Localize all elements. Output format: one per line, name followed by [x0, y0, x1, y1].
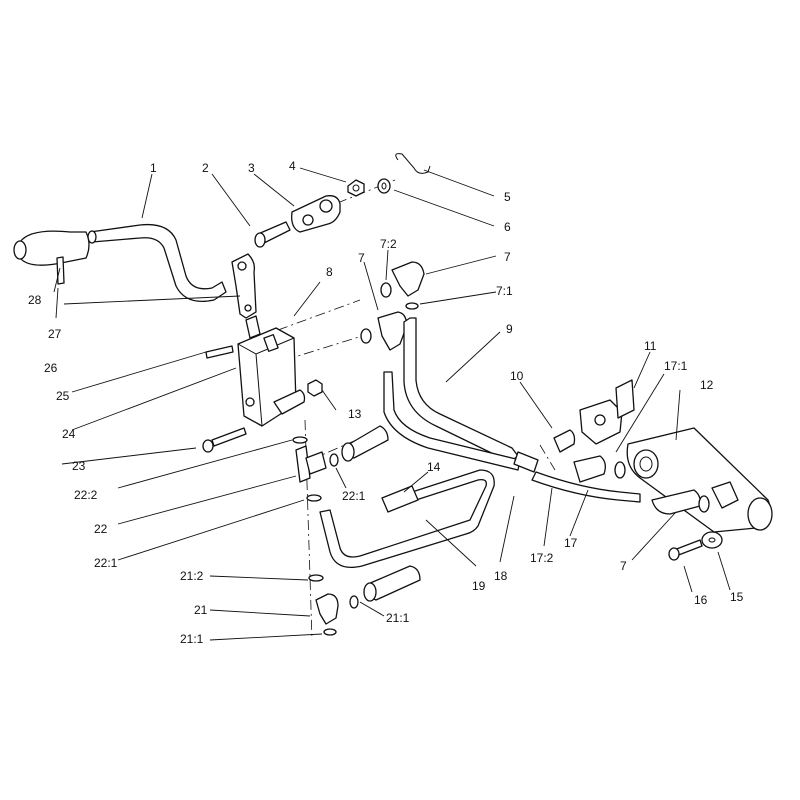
callout-27: 27 — [48, 327, 62, 341]
cylinder-washer — [701, 531, 723, 549]
adapter — [553, 429, 576, 453]
callout-21-2: 21:2 — [180, 569, 204, 583]
callout-16: 16 — [694, 593, 708, 607]
elbow-fitting-middle — [360, 311, 407, 351]
bent-tube — [319, 469, 495, 569]
callout-22: 22 — [94, 522, 108, 536]
callout-14: 14 — [427, 460, 441, 474]
callout-24: 24 — [62, 427, 76, 441]
callout-22-1-right: 22:1 — [342, 489, 366, 503]
callout-22-1-left: 22:1 — [94, 556, 118, 570]
callout-2: 2 — [202, 161, 209, 175]
lever-arm — [13, 223, 227, 303]
o-ring-21-1 — [349, 595, 359, 609]
callout-10: 10 — [510, 369, 524, 383]
callout-28: 28 — [28, 293, 42, 307]
callout-18: 18 — [494, 569, 508, 583]
callout-11: 11 — [644, 339, 657, 353]
callout-7-1: 7:1 — [496, 284, 513, 298]
cylinder-fitting — [573, 455, 626, 483]
hair-pin-clip — [395, 153, 431, 174]
clevis — [291, 195, 341, 233]
callout-19: 19 — [472, 579, 486, 593]
valve-screw — [205, 345, 234, 359]
callout-21-1-left: 21:1 — [180, 632, 204, 646]
callout-23: 23 — [72, 459, 86, 473]
callout-labels: 1 2 3 4 5 6 7 7:1 7:2 7 8 9 10 11 12 17:… — [28, 159, 744, 646]
callout-5: 5 — [504, 190, 511, 204]
washer — [377, 178, 391, 194]
callout-13: 13 — [348, 407, 362, 421]
callout-21-1-right: 21:1 — [386, 611, 410, 625]
o-ring-22-1 — [329, 453, 339, 467]
callout-8: 8 — [326, 265, 333, 279]
callout-3: 3 — [248, 161, 255, 175]
tee-fitting — [292, 436, 327, 502]
callout-12: 12 — [700, 378, 714, 392]
callout-26: 26 — [44, 361, 58, 375]
callout-21: 21 — [194, 603, 208, 617]
rod-clevis — [579, 379, 635, 445]
callout-17: 17 — [564, 536, 578, 550]
callout-7-2: 7:2 — [380, 237, 397, 251]
callout-6: 6 — [504, 220, 511, 234]
callout-22-2: 22:2 — [74, 488, 98, 502]
leader-lines — [53, 167, 731, 641]
straight-fitting — [341, 425, 389, 462]
nut — [347, 179, 365, 197]
elbow-fitting-upper — [380, 261, 425, 310]
callout-9: 9 — [506, 322, 513, 336]
hydraulic-tube — [383, 317, 539, 473]
long-fitting — [363, 565, 421, 602]
cylinder-elbow — [651, 489, 710, 515]
grip-screw — [56, 256, 65, 285]
valve-nut — [307, 379, 323, 397]
control-stud — [245, 315, 261, 339]
cylinder-screw — [668, 539, 703, 561]
hydraulic-cylinder — [626, 427, 773, 533]
callout-15: 15 — [730, 590, 744, 604]
callout-1: 1 — [150, 161, 157, 175]
control-valve-body — [237, 327, 306, 427]
long-tube — [531, 471, 641, 503]
callout-7-lower: 7 — [620, 559, 627, 573]
valve-bolt — [202, 427, 247, 453]
bracket-plate — [231, 253, 257, 319]
callout-7-upper: 7 — [504, 250, 511, 264]
clevis-pin — [254, 221, 291, 248]
callout-7-middle: 7 — [358, 251, 365, 265]
callout-4: 4 — [289, 159, 296, 173]
callout-17-2: 17:2 — [530, 551, 554, 565]
callout-25: 25 — [56, 389, 70, 403]
elbow-fitting-lower — [308, 574, 339, 636]
callout-17-1: 17:1 — [664, 359, 688, 373]
